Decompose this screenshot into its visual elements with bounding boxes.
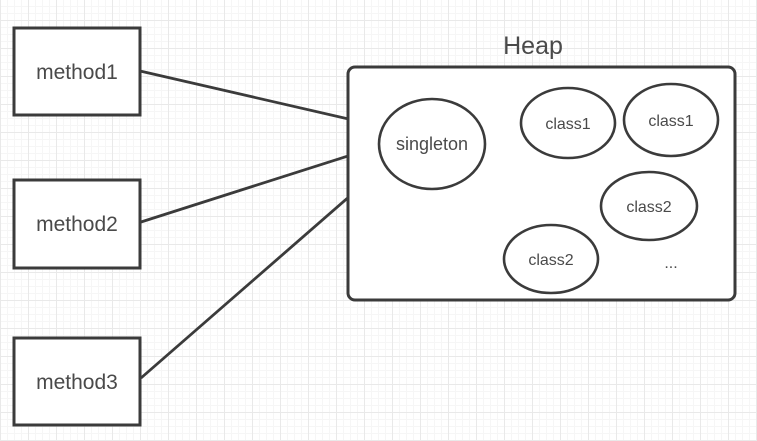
method2-label: method2 [36,213,118,236]
class2-node-b: class2 [502,223,600,295]
method1-box [12,26,142,117]
arrow-line [139,69,366,125]
method3-label: method3 [36,371,118,394]
class-label: class1 [648,113,693,130]
ellipsis-label: ... [664,255,677,272]
arrow-line [140,176,373,380]
class-ellipse [502,223,600,295]
heap-title: Heap [503,32,563,60]
class2-node-a: class2 [599,170,699,242]
class-label: class2 [626,199,671,216]
class-ellipse [599,170,699,242]
singleton-label: singleton [396,134,468,154]
arrow-method1-to-singleton [139,69,381,128]
method1-label: method1 [36,61,118,84]
method2-node: method2 [12,178,142,270]
class-label: class2 [528,252,573,269]
method3-box [12,336,142,427]
class-ellipse [519,86,617,160]
arrow-line [140,149,364,224]
singleton-node: singleton [377,97,487,191]
class1-node-b: class1 [622,82,720,158]
class1-node-a: class1 [519,86,617,160]
arrow-method2-to-singleton [140,146,378,224]
class-ellipse [622,82,720,158]
method3-node: method3 [12,336,142,427]
singleton-ellipse [377,97,487,191]
class-label: class1 [545,116,590,133]
method2-box [12,178,142,270]
method1-node: method1 [12,26,142,117]
arrow-method3-to-singleton [140,166,384,380]
